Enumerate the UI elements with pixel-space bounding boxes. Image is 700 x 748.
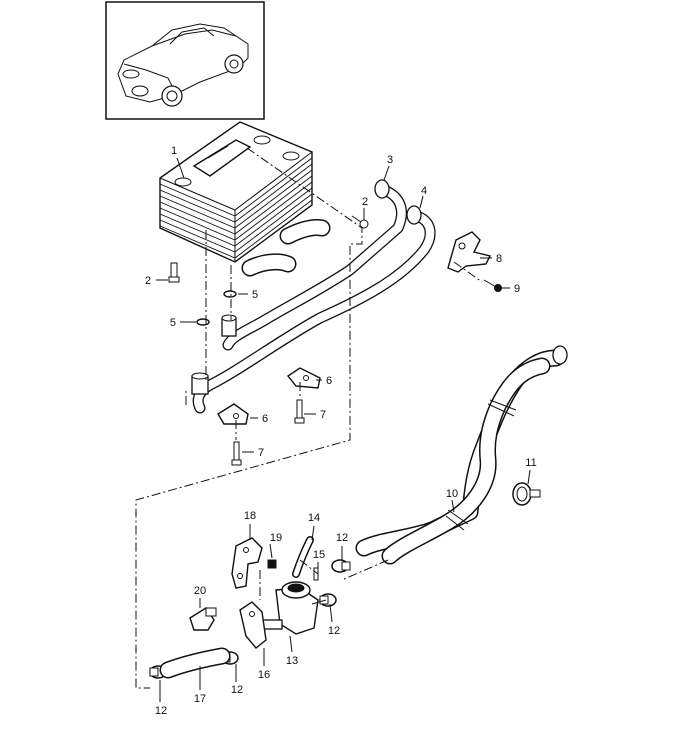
callout-3: 3 [387,154,393,166]
callout-10: 10 [446,488,458,500]
bracket-6-right [286,367,321,389]
callout-2a: 2 [145,275,151,287]
callout-8: 8 [496,253,502,265]
bolt-9 [483,279,502,292]
callout-11: 11 [525,457,536,469]
oil-line-4 [191,205,436,414]
clamp-11 [512,482,541,506]
sensor-20 [189,607,217,631]
callout-18: 18 [244,510,256,522]
leader-lines [156,157,531,702]
callout-5a: 5 [252,289,258,301]
callout-2b: 2 [362,196,368,208]
bracket-16 [239,601,267,649]
screw-2-right [351,215,369,229]
hose-17 [159,647,231,679]
screw-7-right [294,399,305,424]
callout-5b: 5 [170,317,176,329]
callout-20: 20 [194,585,206,597]
thermostat-housing-13 [261,581,327,635]
callout-12a: 12 [336,532,348,544]
bracket-18 [231,537,263,589]
callout-14: 14 [308,512,320,524]
hose-14 [292,536,314,578]
bracket-8 [447,231,492,273]
clamp-12-upper [331,559,351,573]
callout-12b: 12 [328,625,340,637]
bracket-6-left [217,403,249,425]
callout-9: 9 [514,283,520,295]
callout-16: 16 [258,669,270,681]
assembly-reference-lines [135,147,483,689]
callout-6b: 6 [262,413,268,425]
screw-7-left [231,441,242,466]
o-ring-lower [196,318,210,326]
callout-12d: 12 [155,705,167,717]
screw-19 [267,559,277,569]
coolant-hose-10 [355,345,568,565]
callout-7a: 7 [320,409,326,421]
callout-4: 4 [421,185,427,197]
callout-12c: 12 [231,684,243,696]
callout-1: 1 [171,145,177,157]
oil-cooler [159,121,331,277]
callout-19: 19 [270,532,282,544]
callout-7b: 7 [258,447,264,459]
callout-labels: 1 2 2 3 4 5 5 6 6 7 7 8 9 10 11 12 12 12… [145,145,537,717]
vehicle-thumbnail [105,1,265,120]
o-ring-upper [223,290,237,298]
screw-2-left [168,262,180,283]
callout-17: 17 [194,693,206,705]
callout-6a: 6 [326,375,332,387]
clamp-12-right [319,593,337,607]
callout-15: 15 [313,549,325,561]
oil-line-3 [221,179,407,351]
callout-13: 13 [286,655,298,667]
